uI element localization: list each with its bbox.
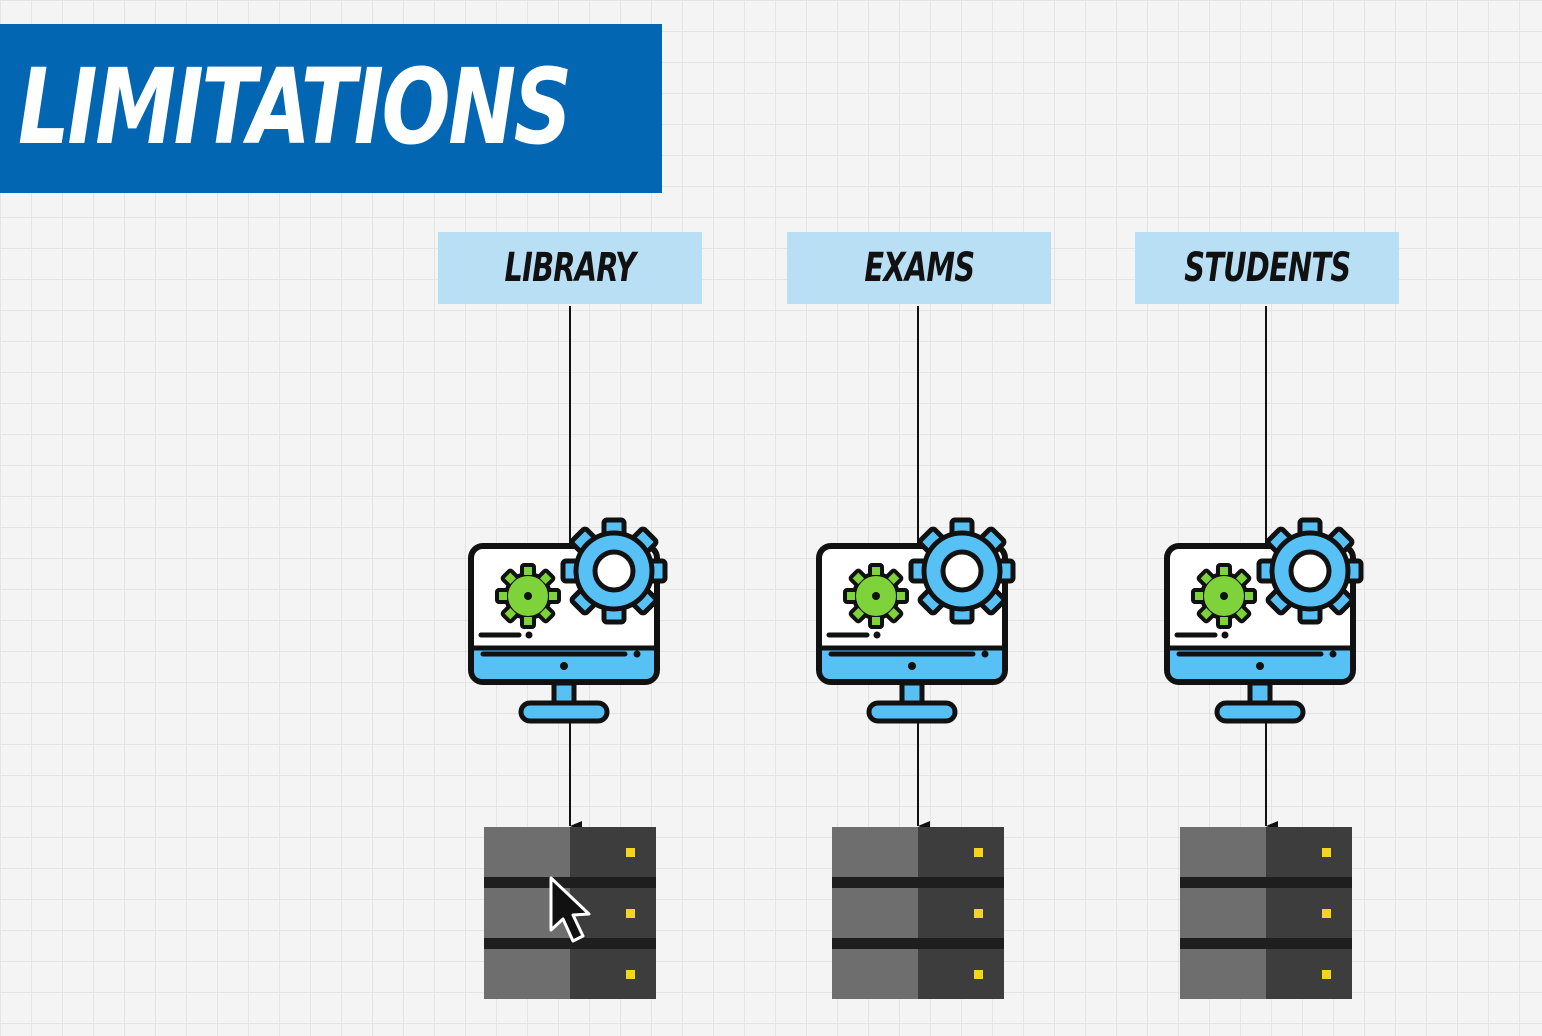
title-banner: LIMITATIONS [0,24,662,193]
service-label-exams: EXAMS [787,232,1051,304]
database-server-icon [1180,827,1352,999]
database-server-icon [832,827,1004,999]
mouse-cursor-icon [549,876,591,943]
monitor-gear-icon [1167,520,1361,721]
service-label-students: STUDENTS [1135,232,1399,304]
service-label-text: EXAMS [864,245,975,291]
service-label-text: STUDENTS [1183,245,1351,291]
monitor-gear-icon [819,520,1013,721]
monitor-gear-icon [471,520,665,721]
page-title: LIMITATIONS [18,46,572,168]
service-label-library: LIBRARY [438,232,702,304]
service-label-text: LIBRARY [504,245,637,291]
